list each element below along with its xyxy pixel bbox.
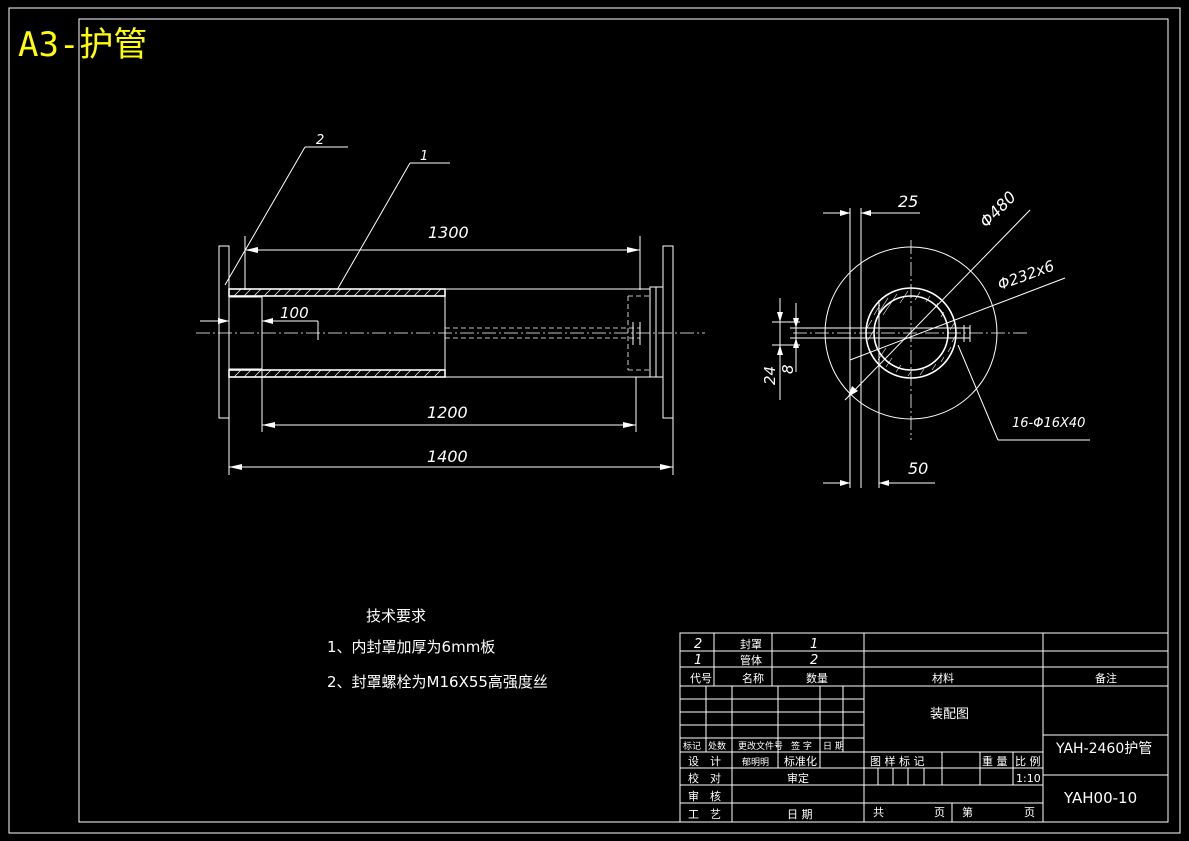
- check-label: 校 对: [688, 771, 721, 785]
- part-2-code: 2: [694, 637, 702, 652]
- standardize-label: 标准化: [784, 754, 817, 768]
- part-2-qty: 1: [810, 637, 818, 652]
- pipe-wall-top: [228, 288, 446, 297]
- header-remark: 备注: [1095, 671, 1117, 685]
- stage-mark-label: 图 样 标 记: [870, 754, 925, 768]
- audit-label: 审 核: [688, 789, 721, 803]
- sheet-no-label: 第: [962, 805, 973, 819]
- drawing-number: YAH00-10: [1063, 789, 1137, 807]
- drawing-border: [78, 18, 1169, 823]
- bolt-callout: 16-Φ16X40: [1012, 416, 1085, 431]
- scale-label: 比 例: [1015, 754, 1041, 768]
- sheet-label: 页: [934, 806, 945, 819]
- dim-50: 50: [908, 459, 928, 478]
- page-label: 页: [1024, 806, 1035, 819]
- product-name: YAH-2460护管: [1055, 741, 1152, 757]
- left-flange: [218, 245, 230, 419]
- tech-item-1: 1、内封罩加厚为6mm板: [327, 638, 495, 656]
- tech-heading: 技术要求: [366, 607, 426, 625]
- tech-item-2: 2、封罩螺栓为M16X55高强度丝: [327, 673, 548, 691]
- header-name: 名称: [742, 671, 764, 685]
- balloon-2: 2: [316, 133, 324, 148]
- dim-1400: 1400: [427, 447, 468, 466]
- date-label: 日 期: [787, 808, 813, 821]
- total-label: 共: [873, 806, 884, 819]
- dim-dia-232: Φ232x6: [995, 257, 1056, 294]
- header-qty: 数量: [806, 672, 828, 685]
- change-date: 日 期: [823, 741, 844, 752]
- side-view: 25 50 Φ480 Φ232x6 24 8 16-Φ16X40: [761, 187, 1090, 488]
- drawing-name: 装配图: [930, 707, 969, 722]
- sheet-title: A3-护管: [18, 25, 147, 65]
- dim-100: 100: [280, 304, 309, 322]
- right-flange: [662, 245, 674, 419]
- header-code: 代号: [690, 672, 712, 685]
- change-sign: 签 字: [791, 740, 812, 752]
- outer-frame: [8, 7, 1181, 834]
- change-doc: 更改文件号: [738, 740, 783, 752]
- designer: 郁明明: [742, 756, 769, 768]
- dim-8: 8: [779, 364, 797, 374]
- review-label: 审定: [787, 771, 809, 785]
- hub: [228, 296, 263, 370]
- dim-1200: 1200: [427, 403, 468, 422]
- design-label: 设 计: [688, 755, 721, 768]
- part-1-name: 管体: [740, 653, 762, 667]
- dim-24: 24: [761, 366, 779, 385]
- dim-25: 25: [898, 192, 918, 211]
- header-material: 材料: [932, 671, 954, 685]
- balloon-1: 1: [420, 149, 428, 164]
- scale-value: 1:10: [1016, 772, 1041, 785]
- front-view: 1300 100 1200 1400 2 1: [196, 133, 705, 475]
- dim-1300: 1300: [428, 223, 469, 242]
- part-1-code: 1: [694, 653, 702, 668]
- weight-label: 重 量: [982, 754, 1008, 768]
- change-mark: 标记: [683, 740, 701, 752]
- pipe-wall-bottom: [228, 369, 446, 378]
- process-label: 工 艺: [688, 808, 721, 821]
- title-block: 2 封罩 1 1 管体 2 代号 名称 数量 材料 备注 标记 处数 更改文件号…: [679, 632, 1169, 823]
- change-count: 处数: [708, 740, 726, 752]
- part-1-qty: 2: [810, 653, 818, 668]
- part-2-name: 封罩: [740, 637, 762, 651]
- dim-dia-480: Φ480: [976, 187, 1020, 231]
